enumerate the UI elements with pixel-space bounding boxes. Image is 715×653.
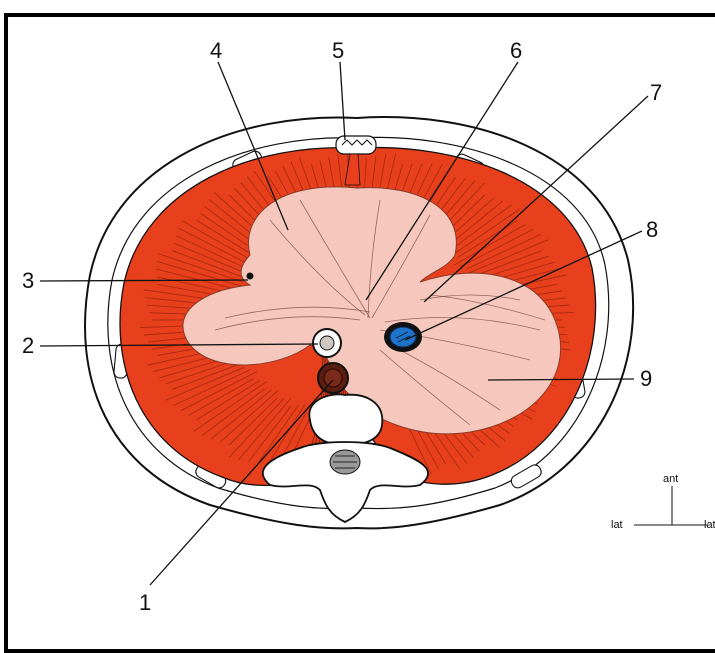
orientation-lat-left: lat bbox=[611, 519, 623, 531]
label-7: 7 bbox=[650, 80, 662, 105]
label-6: 6 bbox=[510, 38, 522, 63]
vena-cava-foramen bbox=[384, 322, 422, 352]
label-5: 5 bbox=[332, 38, 344, 63]
label-3: 3 bbox=[22, 268, 34, 293]
esophagus-lumen bbox=[320, 336, 334, 350]
label-4: 4 bbox=[210, 38, 222, 63]
orientation-ant: ant bbox=[663, 473, 678, 485]
diaphragm-illustration: 1 2 3 4 5 6 7 8 9 ant lat lat bbox=[0, 0, 715, 633]
label-2: 2 bbox=[22, 333, 34, 358]
vertebral-body bbox=[309, 394, 382, 445]
label-8: 8 bbox=[646, 217, 658, 242]
aorta-lumen bbox=[324, 369, 342, 387]
label-1: 1 bbox=[139, 590, 151, 615]
small-foramen-3 bbox=[247, 273, 254, 280]
orientation-lat-right: lat bbox=[704, 519, 715, 531]
orientation-marker: ant lat lat bbox=[611, 473, 715, 531]
label-9: 9 bbox=[640, 366, 652, 391]
